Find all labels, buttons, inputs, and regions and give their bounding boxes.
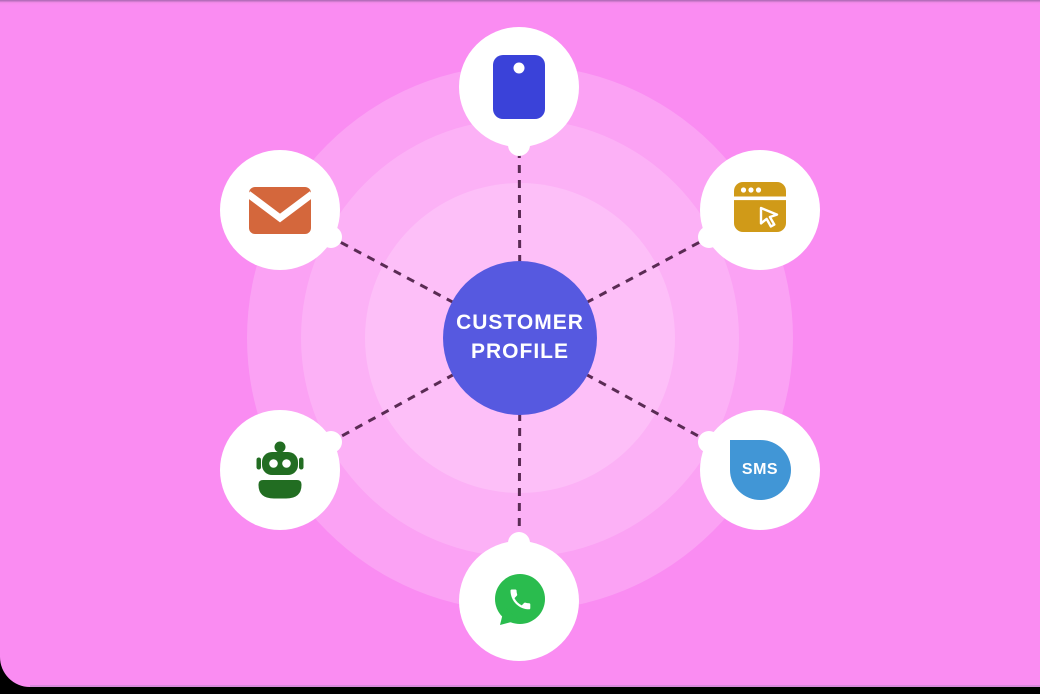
customer-profile-hub: CUSTOMER PROFILE [443,261,597,415]
node-chatbot [220,410,342,530]
chatbot-robot-icon [256,441,304,499]
node-whatsapp [459,532,579,661]
bubble-tail [698,431,720,453]
node-mobile [459,27,579,156]
bubble-tail [320,431,342,453]
whatsapp-icon [495,574,545,625]
email-envelope-icon [249,186,311,234]
node-web [698,150,820,270]
sms-label: SMS [741,461,779,478]
browser-cursor-icon [734,182,786,232]
bubble-tail [508,134,530,156]
node-email [220,150,342,270]
bubble-tail [698,226,720,248]
connector-line-top [517,86,522,339]
bubble-tail [508,532,530,554]
hub-label-line2: PROFILE [470,340,569,363]
sms-bubble-icon: SMS [729,440,791,500]
bubble-tail [320,226,342,248]
mobile-phone-icon [493,55,545,119]
node-sms: SMS [698,410,820,530]
hub-label-line1: CUSTOMER [456,311,584,335]
